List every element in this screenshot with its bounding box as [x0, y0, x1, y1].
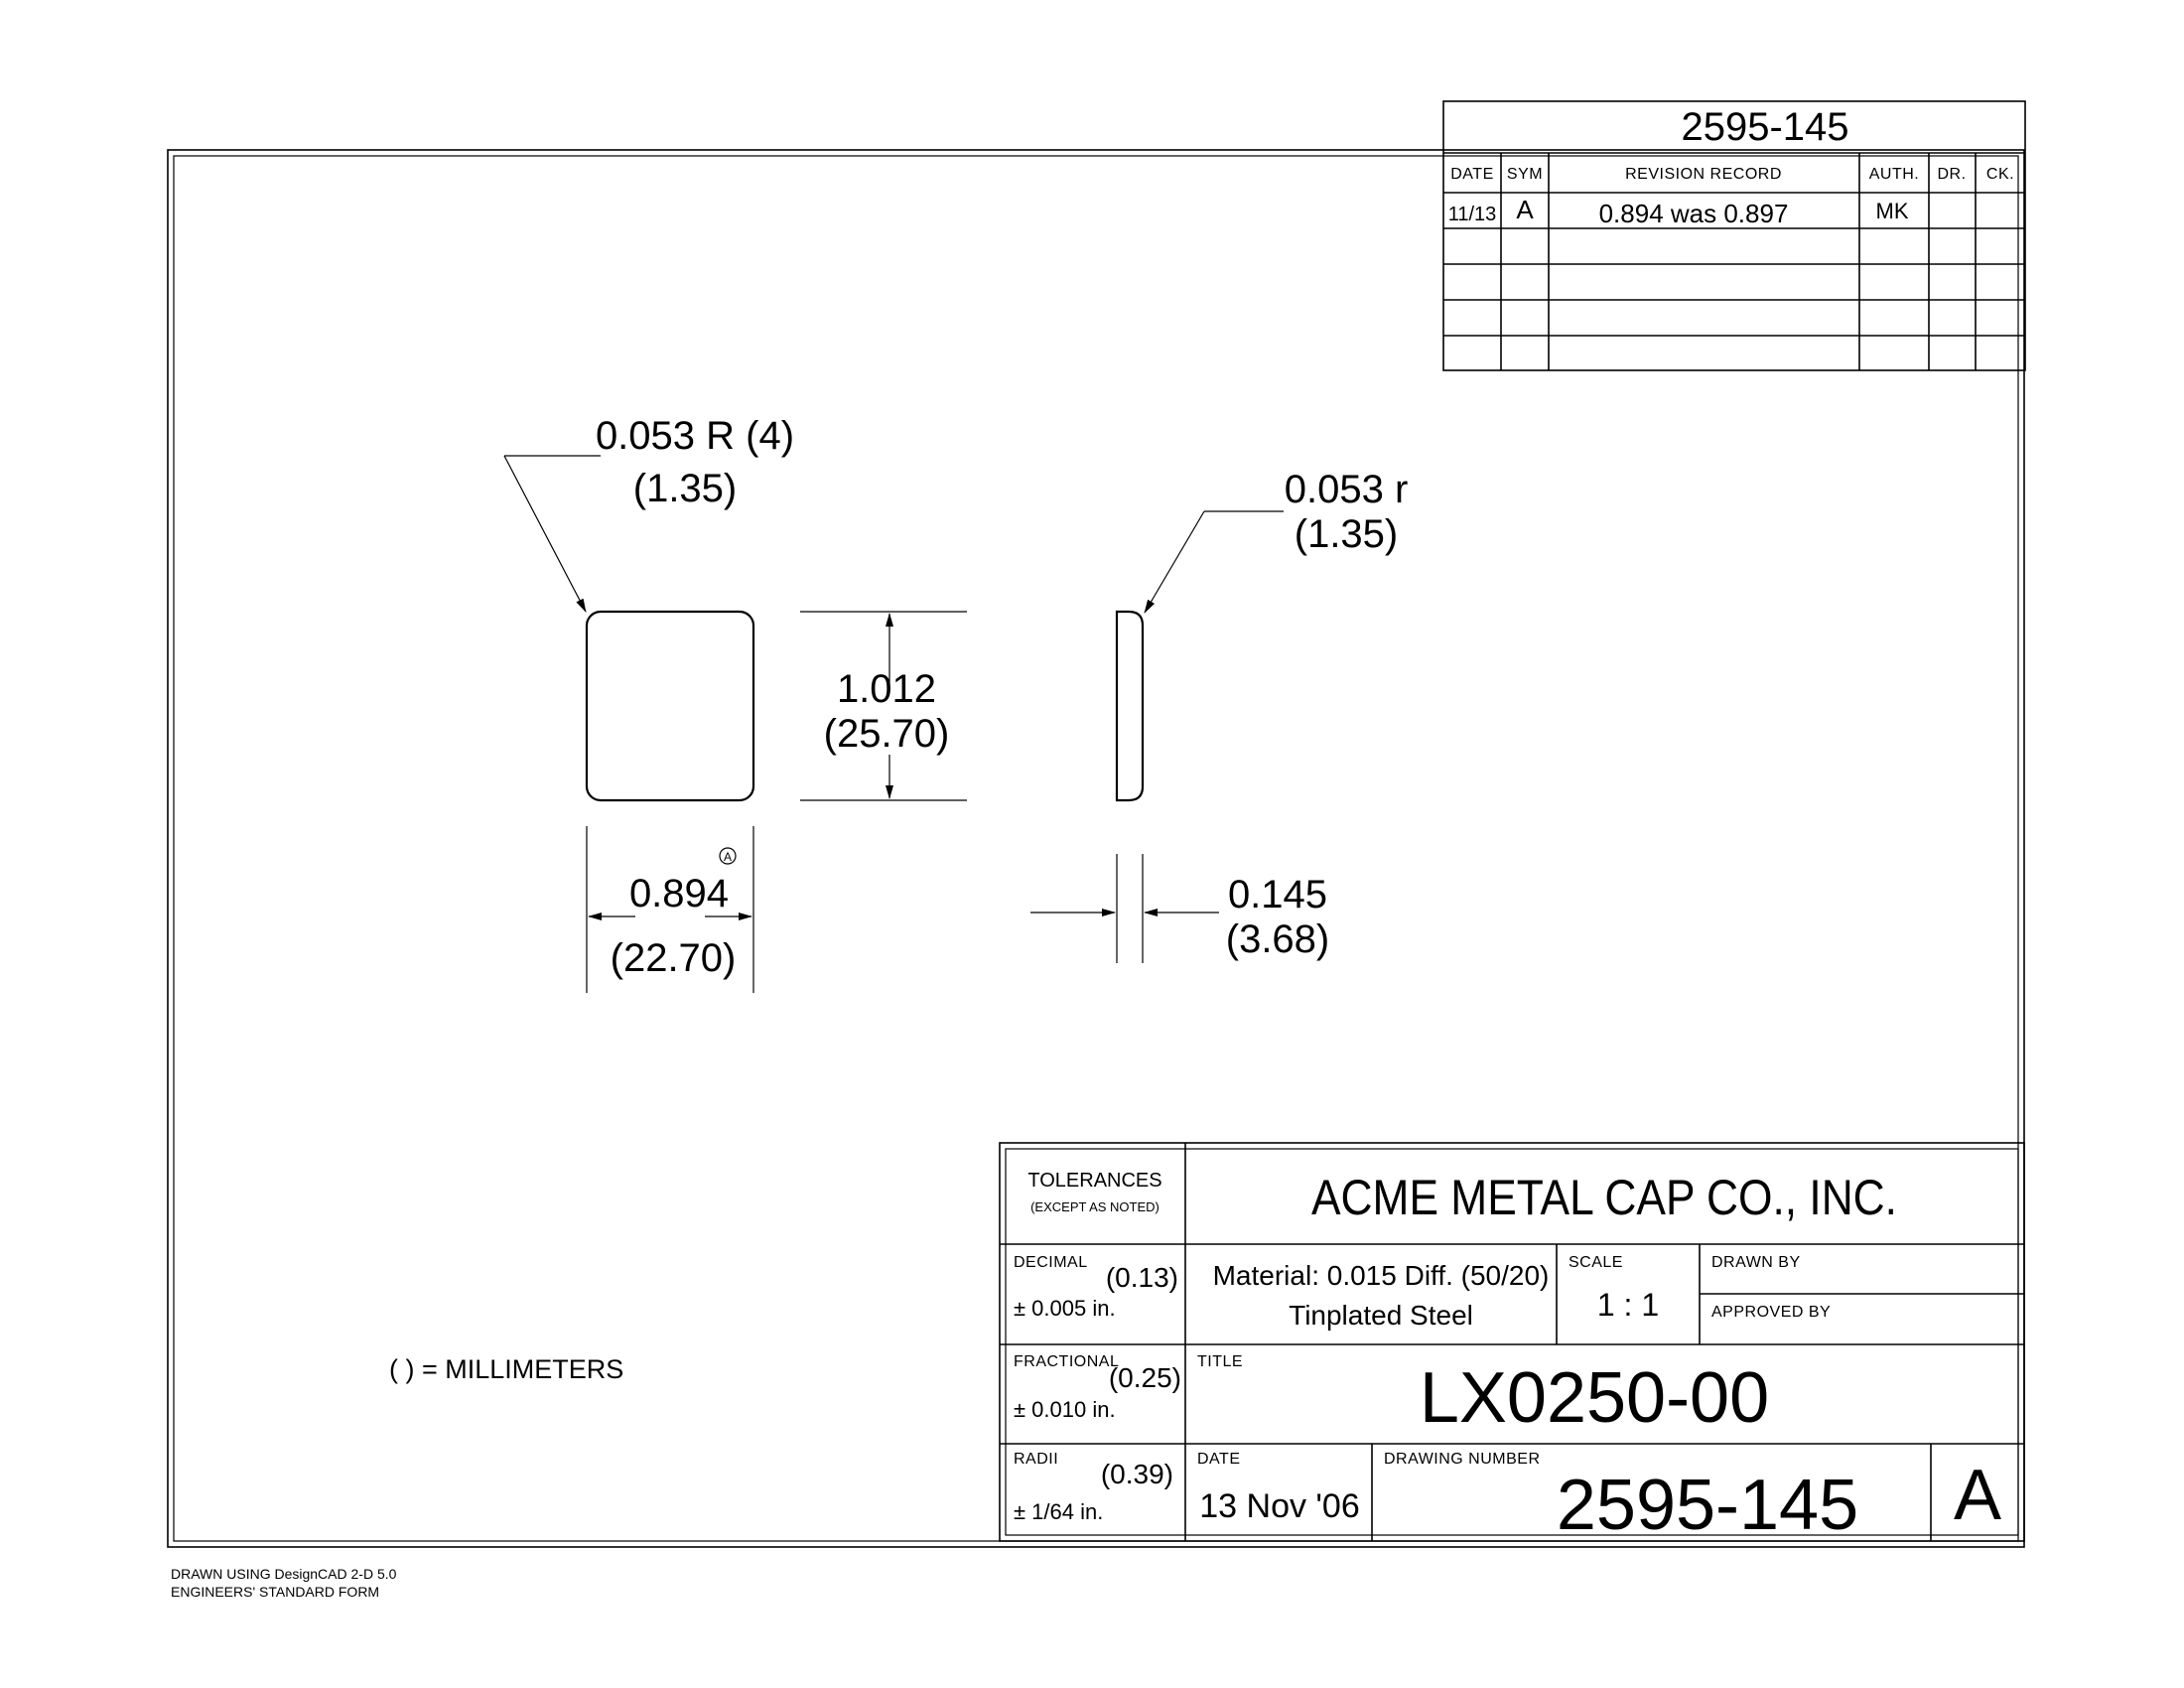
width-revision-symbol: A [724, 850, 732, 864]
footer-line2: ENGINEERS' STANDARD FORM [171, 1584, 379, 1600]
radii-label: RADII [1014, 1451, 1058, 1468]
rev-entry-record: 0.894 was 0.897 [1599, 199, 1789, 228]
footer-line1: DRAWN USING DesignCAD 2-D 5.0 [171, 1566, 397, 1582]
rev-header-ck: CK. [1986, 166, 2014, 183]
edge-radius-leader: 0.053 r (1.35) [1144, 468, 1409, 614]
title-block: TOLERANCES (EXCEPT AS NOTED) ACME METAL … [999, 1142, 2025, 1545]
rev-entry-date: 11/13 [1448, 204, 1497, 225]
width-mm: (22.70) [611, 936, 737, 980]
rev-entry-sym: A [1516, 195, 1534, 224]
rev-header-record: REVISION RECORD [1625, 166, 1782, 183]
tolerances-label: TOLERANCES [1027, 1170, 1161, 1192]
scale-label: SCALE [1569, 1254, 1623, 1271]
rev-header-date: DATE [1450, 166, 1493, 183]
approved-by-label: APPROVED BY [1711, 1304, 1831, 1321]
fractional-label: FRACTIONAL [1014, 1353, 1119, 1370]
sheet-footer: DRAWN USING DesignCAD 2-D 5.0 ENGINEERS'… [171, 1566, 397, 1600]
fractional-value: ± 0.010 in. [1014, 1397, 1116, 1422]
date-value: 13 Nov '06 [1199, 1487, 1359, 1525]
thickness-mm: (3.68) [1226, 917, 1330, 961]
part-front-view [585, 610, 755, 802]
drawn-by-label: DRAWN BY [1711, 1254, 1801, 1271]
radii-mm: (0.39) [1101, 1459, 1173, 1489]
rev-header-auth: AUTH. [1869, 166, 1920, 183]
rev-entry-auth: MK [1876, 199, 1909, 223]
edge-radius-in: 0.053 r [1285, 468, 1409, 511]
corner-radius-mm: (1.35) [633, 467, 738, 510]
scale-value: 1 : 1 [1597, 1287, 1659, 1323]
revision-letter: A [1954, 1456, 2001, 1535]
title-value: LX0250-00 [1420, 1358, 1769, 1438]
decimal-value: ± 0.005 in. [1014, 1296, 1116, 1321]
sheet-border [167, 149, 2025, 1548]
decimal-label: DECIMAL [1014, 1254, 1088, 1271]
date-label: DATE [1197, 1451, 1240, 1468]
title-label: TITLE [1197, 1353, 1243, 1370]
corner-radius-in: 0.053 R (4) [596, 414, 794, 458]
thickness-dimension: 0.145 (3.68) [1030, 854, 1329, 963]
width-in: 0.894 [629, 872, 729, 915]
width-dimension: 0.894 A (22.70) [586, 826, 754, 993]
rev-header-dr: DR. [1937, 166, 1966, 183]
thickness-in: 0.145 [1228, 873, 1327, 916]
drawing-number-label: DRAWING NUMBER [1384, 1451, 1541, 1468]
revision-block: 2595-145 DATE SYM REVISION RECORD AUTH. … [1442, 100, 2026, 371]
tolerances-sub: (EXCEPT AS NOTED) [1030, 1199, 1160, 1214]
height-mm: (25.70) [824, 712, 950, 756]
company-name: ACME METAL CAP CO., INC. [1311, 1170, 1897, 1225]
part-side-view [1115, 610, 1145, 802]
fractional-mm: (0.25) [1109, 1362, 1181, 1393]
corner-radius-leader: 0.053 R (4) (1.35) [503, 414, 794, 613]
rev-header-sym: SYM [1507, 166, 1543, 183]
height-in: 1.012 [837, 667, 936, 711]
millimeters-note: ( ) = MILLIMETERS [389, 1354, 623, 1384]
material-line1: Material: 0.015 Diff. (50/20) [1213, 1260, 1550, 1291]
material-line2: Tinplated Steel [1289, 1300, 1473, 1331]
drawing-number-value: 2595-145 [1557, 1466, 1858, 1545]
revision-drawing-number: 2595-145 [1681, 105, 1848, 149]
edge-radius-mm: (1.35) [1295, 512, 1399, 556]
height-dimension: 1.012 (25.70) [800, 611, 967, 801]
decimal-mm: (0.13) [1106, 1262, 1178, 1293]
radii-value: ± 1/64 in. [1014, 1499, 1103, 1524]
